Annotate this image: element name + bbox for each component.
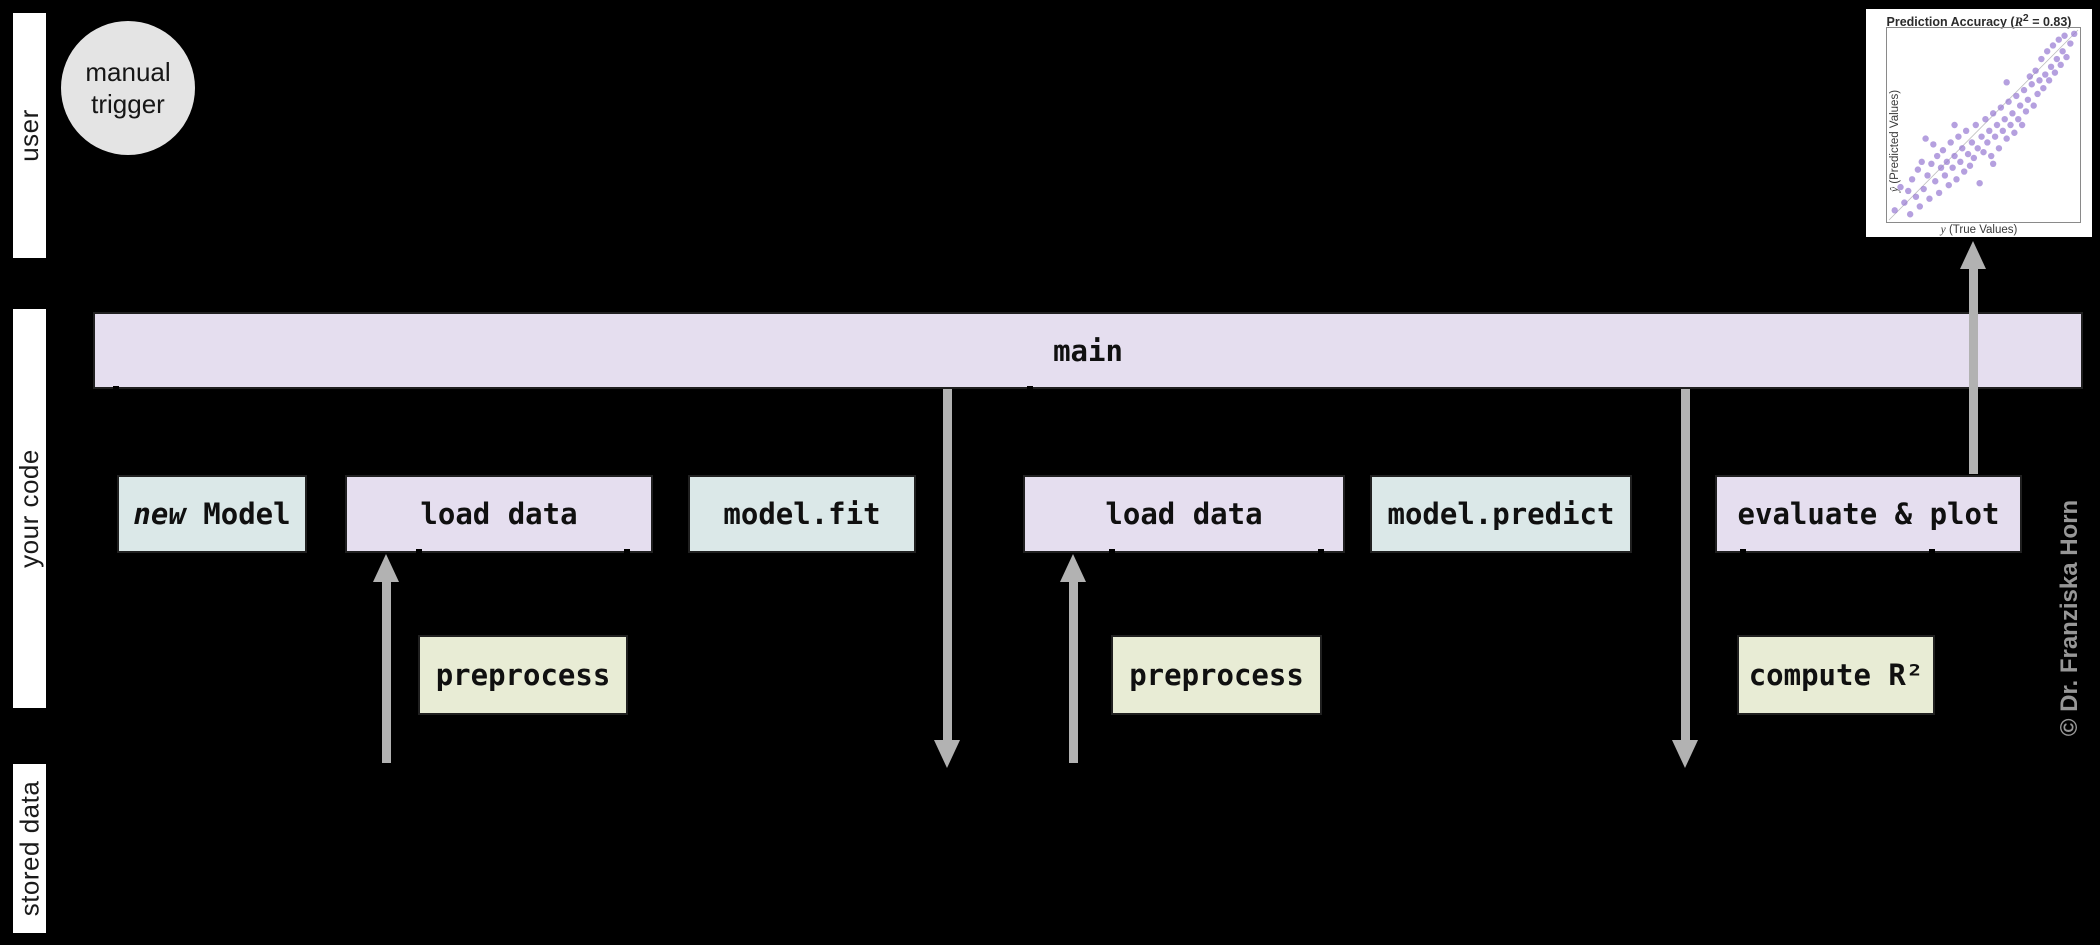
evaluate-plot-box: evaluate & plot (1715, 475, 2022, 553)
model-fit-label: model.fit (723, 497, 881, 531)
lane-your-code: your code (13, 309, 46, 708)
plot-ylabel: ŷ (Predicted Values) (1889, 76, 1901, 206)
plot-title-var: R (2014, 15, 2023, 30)
prediction-accuracy-plot: Prediction Accuracy (R2 = 0.83) ŷ (Predi… (1866, 9, 2092, 237)
compute-r2-box: compute R² (1737, 635, 1935, 715)
manual-trigger-label: manual trigger (85, 56, 171, 120)
plot-xlabel: y (True Values) (1866, 224, 2092, 236)
preprocess-box-2: preprocess (1111, 635, 1322, 715)
main-function-bar: main (93, 312, 2083, 389)
plot-title-suffix: = 0.83) (2028, 15, 2072, 30)
connector-stub (416, 549, 422, 556)
connector-stub (1740, 549, 1746, 556)
connector-stub (624, 549, 630, 556)
manual-trigger-node: manual trigger (61, 21, 195, 155)
load-data-label-2: load data (1105, 497, 1263, 531)
connector-stub (1318, 549, 1324, 556)
plot-title-sup: 2 (2022, 13, 2029, 24)
plot-xlabel-var: y (1940, 224, 1946, 236)
plot-title-prefix: Prediction Accuracy ( (1886, 15, 2015, 30)
connector-stub (1027, 386, 1033, 393)
plot-title: Prediction Accuracy (R2 = 0.83) (1866, 13, 2092, 30)
plot-axes: ŷ (Predicted Values) (1886, 27, 2081, 223)
credit: © Dr. Franziska Horn (2042, 498, 2098, 738)
evaluate-plot-label: evaluate & plot (1737, 497, 2000, 531)
plot-xlabel-rest: (True Values) (1945, 224, 2018, 236)
compute-r2-label: compute R² (1748, 658, 1924, 692)
lane-your-code-label: your code (14, 449, 44, 568)
credit-text: © Dr. Franziska Horn (2056, 499, 2084, 737)
lane-user-label: user (14, 109, 45, 162)
model-predict-box: model.predict (1370, 475, 1632, 553)
new-model-box: new Model (117, 475, 307, 553)
lane-stored-data-label: stored data (14, 780, 44, 917)
model-predict-label: model.predict (1387, 497, 1615, 531)
lane-stored-data: stored data (13, 764, 46, 933)
main-function-label: main (1053, 333, 1123, 368)
plot-ylabel-var: ŷ (1889, 186, 1901, 193)
load-data-box-1: load data (345, 475, 653, 553)
model-fit-box: model.fit (688, 475, 916, 553)
new-model-rest: Model (185, 497, 291, 531)
lane-user: user (13, 13, 46, 258)
preprocess-label-1: preprocess (435, 658, 611, 692)
new-model-italic: new (133, 497, 186, 531)
connector-stub (1109, 549, 1115, 556)
connector-stub (1929, 549, 1935, 556)
preprocess-label-2: preprocess (1129, 658, 1304, 692)
connector-stub (113, 386, 119, 393)
scatter-plot-svg (1888, 29, 2079, 221)
plot-ylabel-rest: (Predicted Values) (1889, 89, 1901, 187)
load-data-label-1: load data (420, 497, 578, 531)
load-data-box-2: load data (1023, 475, 1345, 553)
preprocess-box-1: preprocess (418, 635, 628, 715)
